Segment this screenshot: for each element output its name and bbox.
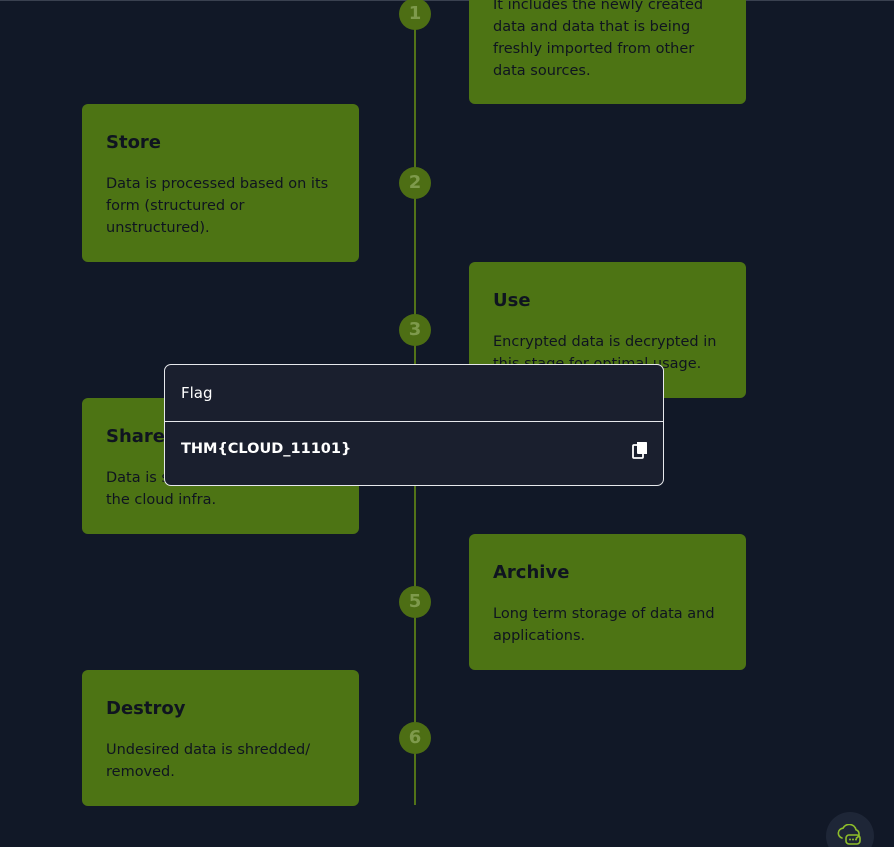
chat-button[interactable] xyxy=(826,812,874,847)
card-destroy-title: Destroy xyxy=(106,698,186,719)
flag-modal: Flag THM{CLOUD_11101} xyxy=(164,364,664,486)
step-marker-6: 6 xyxy=(399,722,431,754)
card-archive-description: Long term storage of data and applicatio… xyxy=(493,603,728,647)
card-archive-title: Archive xyxy=(493,562,570,583)
card-create-description: It includes the newly created data and d… xyxy=(493,0,728,82)
card-create-line-3: freshly imported from other xyxy=(493,41,695,57)
card-share-title: Share xyxy=(106,426,166,447)
card-store: Store Data is processed based on its for… xyxy=(82,104,359,262)
flag-value[interactable]: THM{CLOUD_11101} xyxy=(181,441,352,457)
card-store-line-2: form (structured or xyxy=(106,198,245,214)
card-destroy: Destroy Undesired data is shredded/ remo… xyxy=(82,670,359,806)
step-marker-3: 3 xyxy=(399,314,431,346)
step-marker-1: 1 xyxy=(399,0,431,30)
card-create-line-1: It includes the newly created xyxy=(493,0,704,13)
copy-icon[interactable] xyxy=(632,441,648,459)
flag-modal-header: Flag xyxy=(165,365,663,422)
card-archive: Archive Long term storage of data and ap… xyxy=(469,534,746,670)
card-archive-line-1: Long term storage of data and xyxy=(493,606,715,622)
card-destroy-description: Undesired data is shredded/ removed. xyxy=(106,739,341,783)
step-marker-5: 5 xyxy=(399,586,431,618)
top-divider xyxy=(0,0,894,1)
card-create-line-2: data and data that is being xyxy=(493,19,691,35)
card-store-title: Store xyxy=(106,132,162,153)
card-share-line-2: the cloud infra. xyxy=(106,492,217,508)
step-marker-2: 2 xyxy=(399,167,431,199)
card-store-description: Data is processed based on its form (str… xyxy=(106,173,341,239)
card-destroy-line-1: Undesired data is shredded/ xyxy=(106,742,311,758)
card-use-title: Use xyxy=(493,290,531,311)
card-archive-line-2: applications. xyxy=(493,628,586,644)
card-store-line-3: unstructured). xyxy=(106,220,210,236)
card-store-line-1: Data is processed based on its xyxy=(106,176,329,192)
card-destroy-line-2: removed. xyxy=(106,764,175,780)
flag-modal-title: Flag xyxy=(181,384,213,402)
card-create: It includes the newly created data and d… xyxy=(469,0,746,104)
card-create-line-4: data sources. xyxy=(493,63,591,79)
card-use-line-1: Encrypted data is decrypted in xyxy=(493,334,717,350)
